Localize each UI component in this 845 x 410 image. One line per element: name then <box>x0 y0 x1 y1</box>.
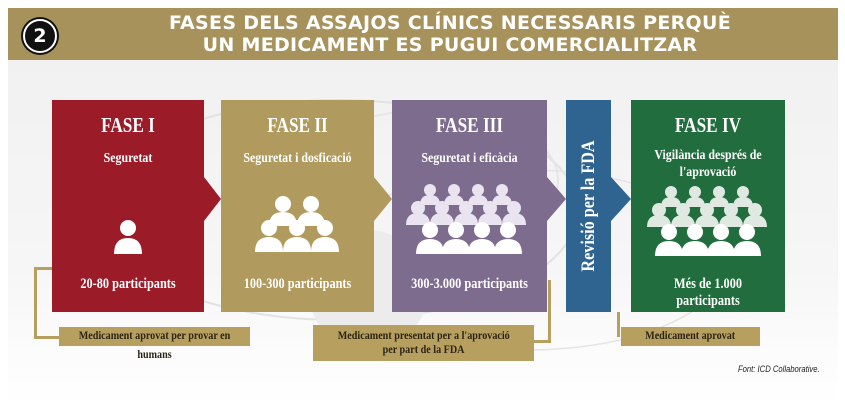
phase-1-title: FASE I <box>101 113 155 137</box>
phase-3-subtitle: Seguretat i eficàcia <box>421 151 518 166</box>
phase-3-box: FASE III Seguretat i eficàcia 300-3.0 <box>392 100 547 312</box>
note-1-text: Medicament aprovat per provar en humans <box>78 330 231 361</box>
note-approved: Medicament aprovat <box>621 327 760 346</box>
connector-line <box>548 280 551 342</box>
arrow-right-icon <box>547 177 566 221</box>
phase-4-subtitle-line-2: l'aprovació <box>679 165 737 180</box>
connector-line <box>617 312 620 337</box>
phase-4-subtitle-line-1: Vigilància després de <box>654 148 762 163</box>
crowd-icon <box>647 186 767 256</box>
title-line-2: UN MEDICAMENT ES PUGUI COMERCIALITZAR <box>202 34 698 56</box>
phase-4-participants: Més de 1.000 participants <box>674 276 742 309</box>
phase-1-participants: 20-80 participants <box>80 276 176 292</box>
connector-line <box>34 267 52 270</box>
note-2-text-line-1: Medicament presentat per a l'aprovació <box>337 330 510 342</box>
note-approved-human-testing: Medicament aprovat per provar en humans <box>59 327 250 361</box>
connector-line <box>34 267 37 338</box>
note-3-text: Medicament aprovat <box>645 330 736 342</box>
phase-1-box: FASE I Seguretat 20-80 participants <box>52 100 204 312</box>
note-submitted-for-approval: Medicament presentat per a l'aprovació p… <box>313 325 534 361</box>
small-group-icon <box>255 196 339 252</box>
fda-review-box: Revisió per la FDA <box>566 100 611 312</box>
source-credit: Font: ICD Collaborative. <box>738 364 820 374</box>
phase-4-subtitle: Vigilància després de l'aprovació <box>643 147 774 181</box>
phase-2-participants: 100-300 participants <box>243 276 352 292</box>
single-person-icon <box>114 220 142 254</box>
phase-1-subtitle: Seguretat <box>103 151 153 166</box>
phase-3-participants: 300-3.000 participants <box>411 276 528 292</box>
phase-2-subtitle: Seguretat i dosficació <box>243 151 352 166</box>
phase-2-title: FASE II <box>267 113 328 137</box>
arrow-right-icon <box>204 177 221 221</box>
phase-4-box: FASE IV Vigilància després de l'aprovaci… <box>631 100 785 312</box>
large-group-icon <box>406 184 526 254</box>
title-line-1: FASES DELS ASSAJOS CLÍNICS NECESSARIS PE… <box>168 12 732 34</box>
fda-review-label: Revisió per la FDA <box>577 140 599 272</box>
note-2-text-line-2: per part de la FDA <box>382 344 465 356</box>
phase-4-title: FASE IV <box>674 113 742 137</box>
arrow-right-icon <box>374 177 392 221</box>
connector-line <box>534 340 551 343</box>
phase-3-title: FASE III <box>435 113 504 137</box>
page-title: FASES DELS ASSAJOS CLÍNICS NECESSARIS PE… <box>70 12 830 56</box>
phase-2-box: FASE II Seguretat i dosficació 100-300 p… <box>221 100 374 312</box>
step-number-badge: 2 <box>23 19 57 53</box>
title-banner <box>8 8 838 60</box>
arrow-right-icon <box>611 177 631 221</box>
connector-line <box>34 336 59 339</box>
